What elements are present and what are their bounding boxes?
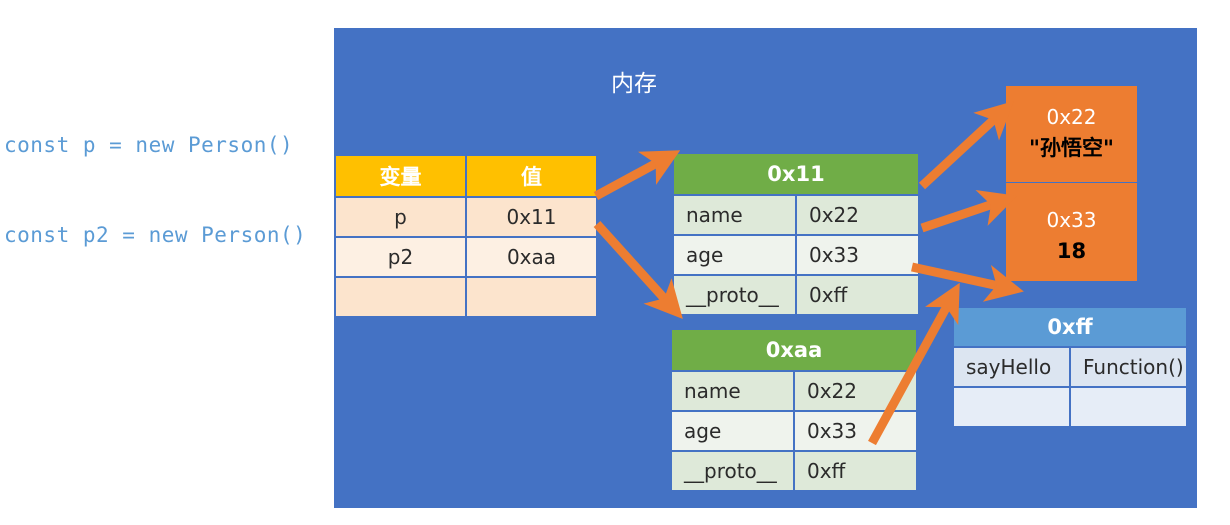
object-address-header: 0xaa: [672, 330, 916, 370]
variable-value-cell: 0x11: [467, 198, 596, 236]
variable-name-cell: p: [336, 198, 465, 236]
variable-name-cell: [336, 278, 465, 316]
object-table-0x11: 0x11 name 0x22 age 0x33 __proto__ 0xff: [672, 152, 920, 316]
value-box-0x22: 0x22 "孙悟空": [1006, 86, 1137, 182]
table-row: p 0x11: [336, 198, 596, 236]
property-key-cell: name: [674, 196, 795, 234]
table-header-row: 变量 值: [336, 156, 596, 196]
value-box-0x33: 0x33 18: [1006, 183, 1137, 281]
property-value-cell: 0x22: [797, 196, 918, 234]
property-value-cell: 0x33: [797, 236, 918, 274]
variable-value-cell: 0xaa: [467, 238, 596, 276]
prototype-value-cell: [1071, 388, 1186, 426]
variable-table: 变量 值 p 0x11 p2 0xaa: [334, 154, 598, 318]
property-value-cell: 0x22: [795, 372, 916, 410]
table-header-row: 0xff: [954, 308, 1186, 346]
memory-title: 内存: [611, 71, 657, 97]
table-row: name 0x22: [672, 372, 916, 410]
prototype-key-cell: sayHello: [954, 348, 1069, 386]
value-box-address: 0x22: [1046, 105, 1097, 129]
table-row: age 0x33: [672, 412, 916, 450]
property-value-cell: 0xff: [797, 276, 918, 314]
table-row: __proto__ 0xff: [672, 452, 916, 490]
property-key-cell: age: [674, 236, 795, 274]
property-key-cell: __proto__: [672, 452, 793, 490]
prototype-value-cell: Function(): [1071, 348, 1186, 386]
prototype-key-cell: [954, 388, 1069, 426]
table-row: name 0x22: [674, 196, 918, 234]
table-header-row: 0x11: [674, 154, 918, 194]
prototype-table-0xff: 0xff sayHello Function(): [952, 306, 1188, 428]
property-key-cell: __proto__: [674, 276, 795, 314]
value-box-address: 0x33: [1046, 208, 1097, 232]
table-header-row: 0xaa: [672, 330, 916, 370]
column-header-variable: 变量: [336, 156, 465, 196]
memory-panel: 内存 变量 值 p 0x11 p2 0xaa 0x11 name 0x22 ag…: [334, 28, 1197, 508]
property-value-cell: 0xff: [795, 452, 916, 490]
table-row: p2 0xaa: [336, 238, 596, 276]
object-table-0xaa: 0xaa name 0x22 age 0x33 __proto__ 0xff: [670, 328, 918, 492]
variable-name-cell: p2: [336, 238, 465, 276]
code-snippet: const p = new Person() const p2 = new Pe…: [4, 70, 306, 280]
code-line: const p = new Person(): [4, 133, 294, 157]
prototype-address-header: 0xff: [954, 308, 1186, 346]
table-row: sayHello Function(): [954, 348, 1186, 386]
value-box-content: 18: [1056, 239, 1087, 263]
property-key-cell: name: [672, 372, 793, 410]
variable-value-cell: [467, 278, 596, 316]
table-row: age 0x33: [674, 236, 918, 274]
column-header-value: 值: [467, 156, 596, 196]
property-key-cell: age: [672, 412, 793, 450]
table-row: __proto__ 0xff: [674, 276, 918, 314]
property-value-cell: 0x33: [795, 412, 916, 450]
object-address-header: 0x11: [674, 154, 918, 194]
table-row: [954, 388, 1186, 426]
code-line: const p2 = new Person(): [4, 223, 307, 247]
value-box-content: "孙悟空": [1029, 136, 1114, 160]
table-row: [336, 278, 596, 316]
